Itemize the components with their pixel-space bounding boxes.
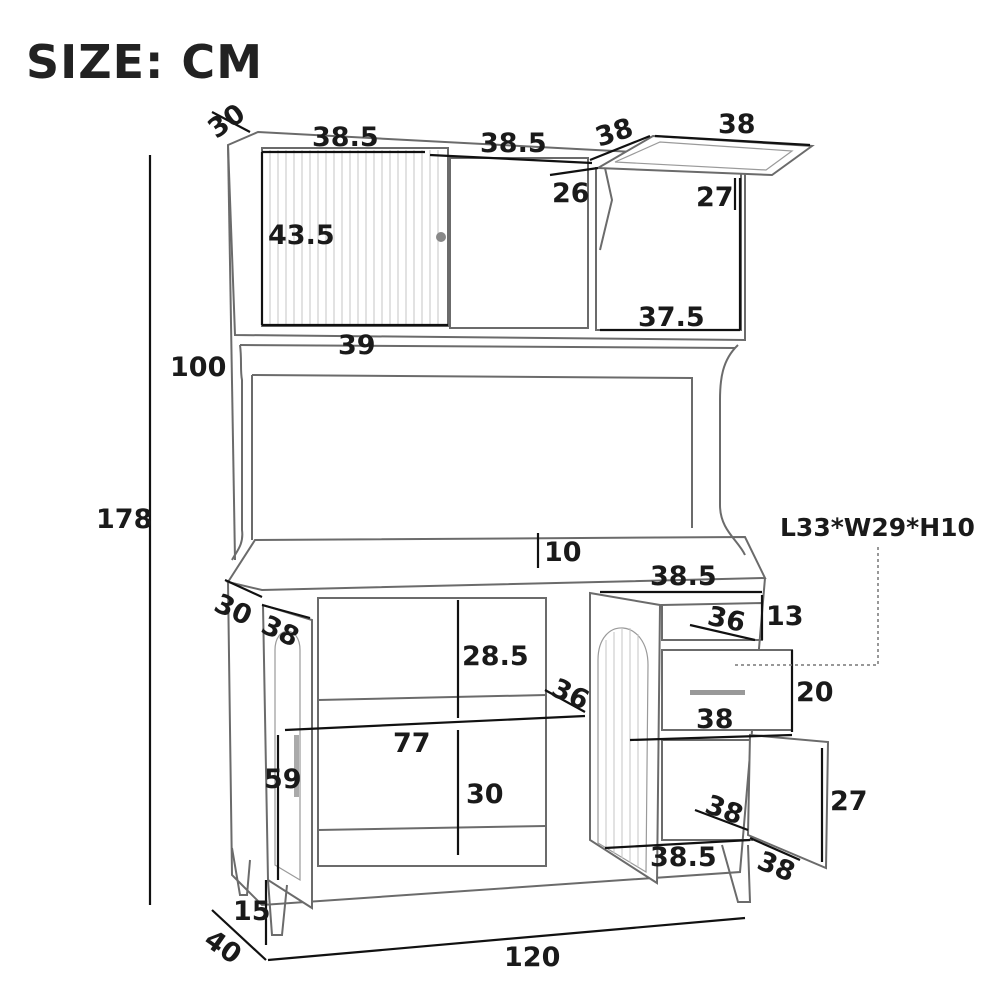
flip-width-line xyxy=(654,134,811,147)
dim-right-top-height: 13 xyxy=(766,601,804,632)
small-right-door xyxy=(746,733,830,870)
dim-small-inner-depth: 38 xyxy=(701,789,747,831)
dimension-labels: 178 100 30 38.5 38.5 43.5 39 38 38 26 27… xyxy=(96,98,975,973)
right-top-depth-line xyxy=(689,623,756,642)
small-bottom-width-line xyxy=(604,838,751,850)
gas-strut xyxy=(599,167,614,251)
page-title: SIZE: CM xyxy=(26,35,263,89)
base-depth-line xyxy=(211,909,267,961)
dim-flip-inner-width: 37.5 xyxy=(638,302,705,333)
dim-flip-inner-height: 27 xyxy=(696,182,734,213)
lower-depth-line xyxy=(224,579,263,598)
hutch-left-side xyxy=(231,344,244,561)
dim-drawer-height: 20 xyxy=(796,677,834,708)
flip-depth-line xyxy=(589,134,651,162)
leg-back-left xyxy=(231,847,251,896)
upper-door-flutes xyxy=(269,150,439,325)
lower-inner-depth-line xyxy=(544,689,586,713)
dimension-lines xyxy=(148,111,879,962)
drawer-spec-label: L33*W29*H10 xyxy=(780,513,975,542)
upper-hutch-body xyxy=(226,130,746,342)
dim-drawer-width: 38 xyxy=(696,704,734,735)
dim-total-height: 178 xyxy=(96,504,152,535)
lower-door-depth-line xyxy=(261,603,311,620)
hutch-top-rail xyxy=(239,344,736,349)
dim-small-door-height: 27 xyxy=(830,786,868,817)
dim-right-top-width: 38.5 xyxy=(650,561,717,592)
dim-lower-inner-depth: 36 xyxy=(547,673,594,717)
dim-hutch-gap: 10 xyxy=(544,537,582,568)
dim-flip-depth: 38 xyxy=(592,112,637,153)
dim-lower-depth: 30 xyxy=(209,588,256,632)
lower-inner-width-line xyxy=(284,714,586,732)
drawer-handle xyxy=(690,690,745,695)
lower-left-door-arch xyxy=(274,630,301,882)
dim-upper-door-width-left: 38.5 xyxy=(312,122,379,153)
flip-inner-depth-line xyxy=(549,166,599,177)
dim-lower-inner-width: 77 xyxy=(393,728,431,759)
lower-interior xyxy=(317,597,547,867)
flip-door-panel xyxy=(614,141,794,171)
dim-lower-inner-height-top: 28.5 xyxy=(462,641,529,672)
leg-front-left xyxy=(267,879,288,936)
small-inner-depth-line xyxy=(694,808,749,832)
lower-middle-door-flutes xyxy=(605,628,639,867)
lower-shelf xyxy=(317,694,547,701)
lower-middle-door xyxy=(589,591,662,885)
base-width-line xyxy=(267,916,746,962)
dim-upper-height: 100 xyxy=(170,352,226,383)
countertop xyxy=(226,535,767,592)
upper-door-knob xyxy=(436,232,446,242)
dim-base-depth: 40 xyxy=(198,924,247,971)
lower-bottom-shelf xyxy=(317,825,547,831)
dim-upper-door-width-mid: 38.5 xyxy=(480,128,547,159)
small-door-width-line xyxy=(749,836,801,862)
dim-right-top-depth: 36 xyxy=(705,601,748,639)
dim-lower-inner-height-bottom: 30 xyxy=(466,779,504,810)
dim-upper-inner-width: 39 xyxy=(338,330,376,361)
dim-upper-door-height: 43.5 xyxy=(268,220,335,251)
upper-left-side xyxy=(227,144,236,561)
dim-small-bottom-width: 38.5 xyxy=(650,842,717,873)
leg-front-right xyxy=(721,844,752,903)
upper-middle-compartment xyxy=(449,157,589,329)
hutch-right-side xyxy=(719,344,746,556)
upper-depth-line xyxy=(211,111,251,133)
dim-flip-inner-depth: 26 xyxy=(552,178,590,209)
drawer-width-line xyxy=(629,733,793,742)
lower-left-door-handle xyxy=(294,735,299,797)
dim-flip-width: 38 xyxy=(718,109,756,140)
dim-base-width: 120 xyxy=(504,942,560,973)
drawer-spec-leader xyxy=(735,545,879,666)
dim-leg-height: 15 xyxy=(233,896,271,927)
upper-mid-width-line xyxy=(429,153,593,165)
dim-lower-door-height: 59 xyxy=(264,764,302,795)
cabinet-outline xyxy=(226,130,830,936)
lower-middle-door-arch xyxy=(597,627,649,874)
hutch-back-panel xyxy=(251,374,693,528)
